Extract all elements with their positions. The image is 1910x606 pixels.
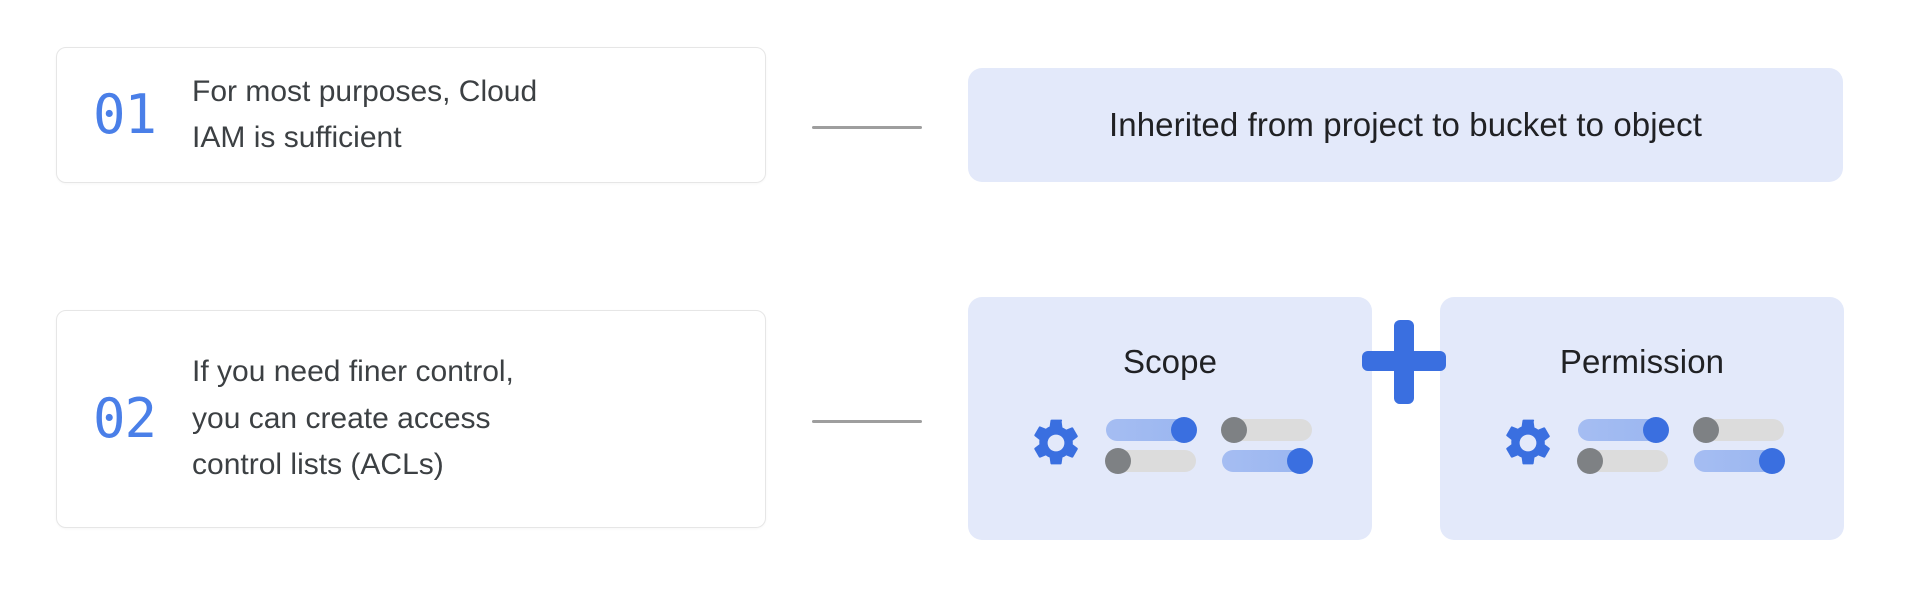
scope-toggle-4-on[interactable] bbox=[1222, 448, 1313, 474]
permission-toggle-column-2 bbox=[1693, 417, 1785, 474]
scope-toggle-1-on[interactable] bbox=[1106, 417, 1197, 443]
feature-panel-scope: Scope bbox=[968, 297, 1372, 540]
permission-toggle-pairs bbox=[1577, 417, 1785, 474]
toggle-knob bbox=[1221, 417, 1247, 443]
step-text-01: For most purposes, Cloud IAM is sufficie… bbox=[192, 74, 538, 155]
permission-control-row bbox=[1500, 415, 1785, 476]
scope-toggle-3-off[interactable] bbox=[1221, 417, 1312, 443]
toggle-knob bbox=[1643, 417, 1669, 443]
plus-icon bbox=[1362, 320, 1446, 404]
permission-toggle-2-off[interactable] bbox=[1577, 448, 1668, 474]
feature-panel-scope-title: Scope bbox=[1122, 343, 1218, 380]
plus-bar-vertical bbox=[1394, 320, 1414, 404]
feature-panel-permission: Permission bbox=[1440, 297, 1844, 540]
scope-toggle-2-off[interactable] bbox=[1105, 448, 1196, 474]
connector-line-01 bbox=[812, 126, 922, 129]
permission-toggle-1-on[interactable] bbox=[1578, 417, 1669, 443]
step-card-01: 01 For most purposes, Cloud IAM is suffi… bbox=[56, 47, 766, 183]
scope-control-row bbox=[1028, 415, 1313, 476]
gear-icon bbox=[1028, 415, 1084, 476]
permission-toggle-4-on[interactable] bbox=[1694, 448, 1785, 474]
scope-toggle-column-1 bbox=[1105, 417, 1197, 474]
step-text-02: If you need finer control, you can creat… bbox=[192, 355, 514, 482]
permission-toggle-3-off[interactable] bbox=[1693, 417, 1784, 443]
toggle-knob bbox=[1577, 448, 1603, 474]
step-number-02: 02 bbox=[93, 387, 157, 450]
connector-line-02 bbox=[812, 420, 922, 423]
inheritance-banner-label: Inherited from project to bucket to obje… bbox=[1108, 106, 1702, 143]
scope-toggle-pairs bbox=[1105, 417, 1313, 474]
permission-toggle-column-1 bbox=[1577, 417, 1669, 474]
feature-panel-permission-title: Permission bbox=[1559, 343, 1725, 380]
toggle-knob bbox=[1171, 417, 1197, 443]
toggle-knob bbox=[1759, 448, 1785, 474]
step-card-02: 02 If you need finer control, you can cr… bbox=[56, 310, 766, 528]
gear-icon bbox=[1500, 415, 1556, 476]
toggle-knob bbox=[1105, 448, 1131, 474]
toggle-knob bbox=[1287, 448, 1313, 474]
scope-toggle-column-2 bbox=[1221, 417, 1313, 474]
toggle-knob bbox=[1693, 417, 1719, 443]
step-number-01: 01 bbox=[93, 83, 157, 146]
inheritance-banner: Inherited from project to bucket to obje… bbox=[968, 68, 1843, 182]
